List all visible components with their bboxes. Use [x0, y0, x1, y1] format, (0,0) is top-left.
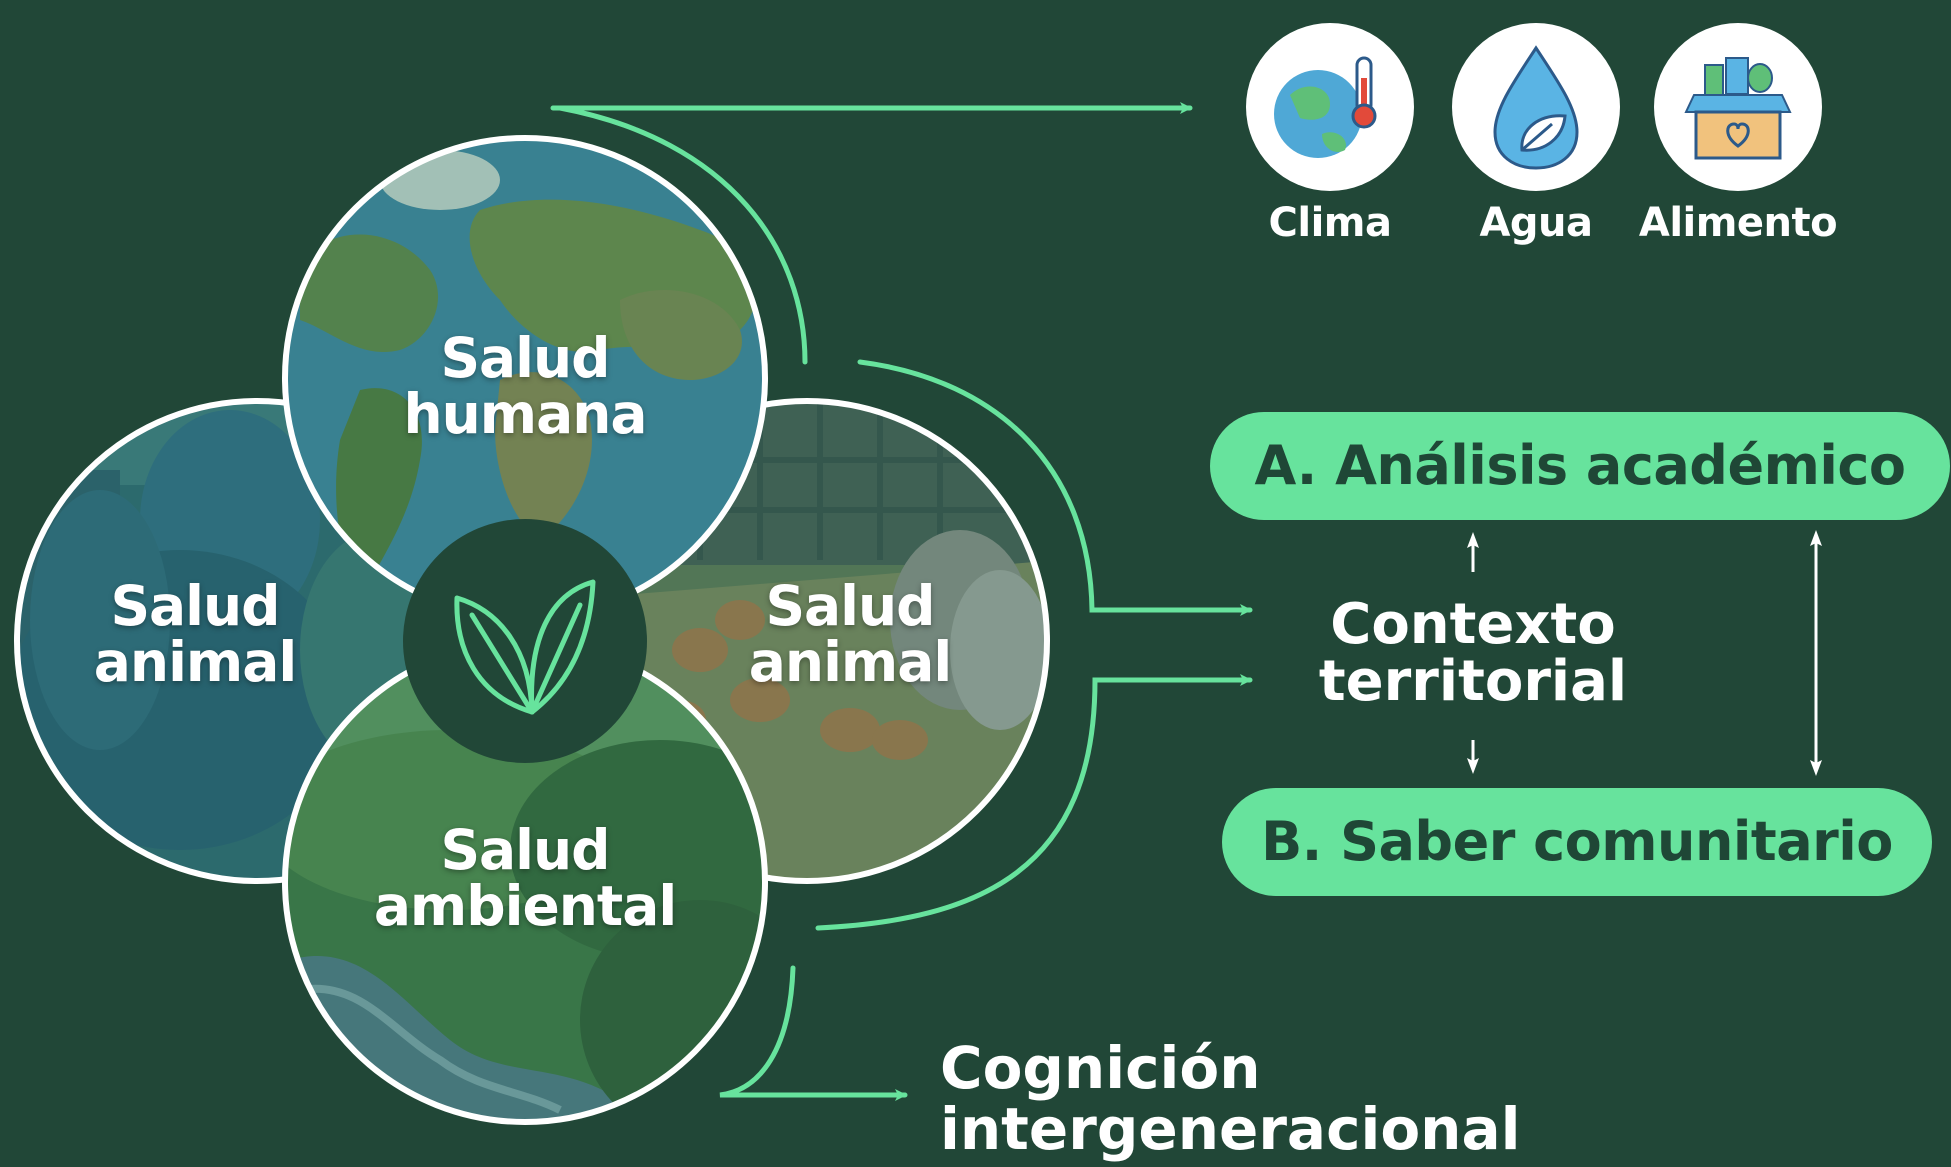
label-salud-animal-left-line1: Salud — [110, 574, 280, 638]
intergenerational-cognition: Cognición intergeneracional — [940, 1034, 1640, 1164]
resource-icons — [1246, 23, 1822, 191]
water-drop-leaf-icon — [1452, 23, 1620, 191]
earth-thermometer-icon — [1246, 23, 1414, 191]
relation-arrows — [1467, 530, 1822, 776]
label-salud-ambiental-line2: ambiental — [373, 874, 677, 939]
label-salud-animal-right-line2: animal — [748, 630, 952, 695]
intergenerational-cognition-line2: intergeneracional — [940, 1095, 1521, 1164]
territorial-context: Contexto territorial — [1253, 596, 1693, 710]
label-salud-humana-line1: Salud — [440, 326, 610, 390]
label-salud-animal-left-line2: animal — [93, 630, 297, 695]
label-salud-animal-right-line1: Salud — [765, 574, 935, 638]
resource-label-alimento: Alimento — [1638, 200, 1838, 246]
arrow-to-context-upper — [857, 359, 1253, 616]
curve-humana-top — [557, 105, 808, 365]
resource-label-agua: Agua — [1479, 200, 1593, 246]
food-box-icon — [1654, 23, 1822, 191]
center-badge — [403, 519, 647, 763]
connector-lines — [550, 102, 1253, 1101]
label-salud-ambiental: Salud ambiental — [350, 822, 700, 934]
arrow-to-context-lower — [815, 674, 1253, 931]
territorial-context-line2: territorial — [1318, 649, 1628, 715]
academic-analysis-pill: A. Análisis académico — [1210, 412, 1950, 520]
territorial-context-line1: Contexto — [1330, 592, 1616, 657]
label-salud-humana-line2: humana — [403, 382, 647, 447]
intergenerational-cognition-line1: Cognición — [940, 1034, 1261, 1102]
arrow-to-cognition — [719, 965, 908, 1101]
label-salud-ambiental-line1: Salud — [440, 818, 610, 882]
leaf-icon — [454, 579, 596, 715]
label-salud-animal-right: Salud animal — [710, 578, 990, 690]
label-salud-animal-left: Salud animal — [55, 578, 335, 690]
label-salud-humana: Salud humana — [375, 330, 675, 442]
community-knowledge-pill: B. Saber comunitario — [1222, 788, 1932, 896]
resource-label-clima: Clima — [1268, 200, 1392, 246]
